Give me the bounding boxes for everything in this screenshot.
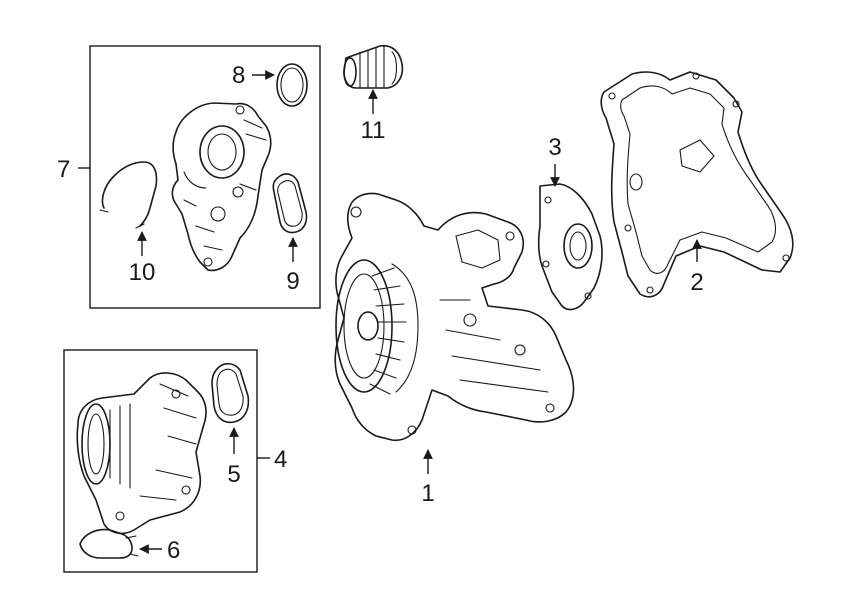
callout-10: 10 — [129, 259, 156, 286]
callout-1: 1 — [421, 480, 434, 507]
callout-2: 2 — [690, 269, 703, 296]
callout-11: 11 — [361, 117, 386, 144]
callout-4: 4 — [274, 446, 287, 473]
callout-7: 7 — [57, 156, 70, 183]
gasket-part-2 — [600, 71, 794, 298]
thermostat-housing-part — [171, 102, 272, 272]
callout-5: 5 — [227, 461, 240, 488]
callout-6: 6 — [167, 537, 180, 564]
thermostat-assembly-part — [76, 372, 207, 535]
seal-plate-part — [537, 183, 603, 311]
hose-connector-part — [343, 44, 404, 89]
clip-part-10 — [99, 161, 158, 229]
gasket-part-5 — [211, 362, 250, 424]
group-box-7 — [89, 45, 321, 309]
callout-9: 9 — [286, 268, 299, 295]
gasket-part-9 — [272, 173, 308, 234]
clip-part-6 — [79, 528, 139, 559]
callout-3: 3 — [548, 134, 561, 161]
o-ring-part — [276, 63, 308, 107]
callout-8: 8 — [232, 62, 245, 89]
water-pump-part — [334, 192, 575, 442]
group-box-4 — [63, 349, 258, 573]
